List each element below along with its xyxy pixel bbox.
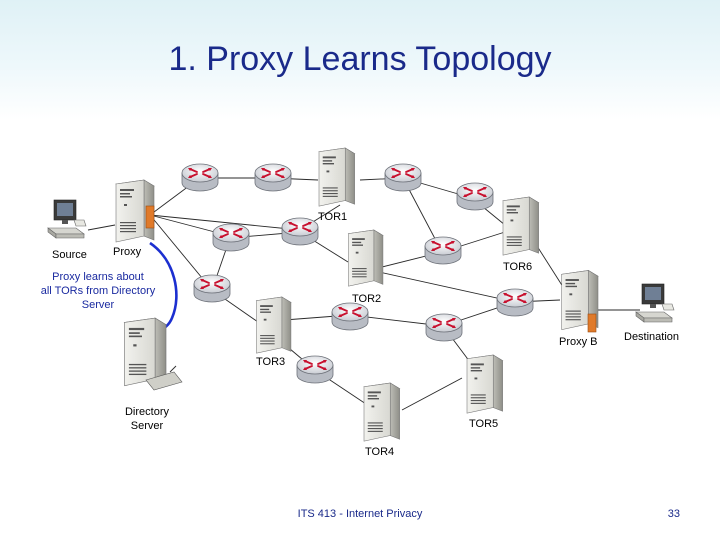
directory-server-label-line-2: Server — [131, 420, 164, 432]
slide-footer: ITS 413 - Internet Privacy — [297, 508, 423, 520]
proxy-note-line-2: all TORs from Directory — [41, 285, 156, 297]
directory-server-label-line-1: Directory — [125, 406, 170, 418]
slide-header-band — [0, 0, 720, 120]
tor3-server-icon — [256, 296, 292, 354]
tor4-server-icon — [363, 382, 401, 442]
directory-keyboard-icon — [145, 365, 183, 391]
destination-workstation-icon — [635, 283, 675, 323]
tor1-label: TOR1 — [318, 211, 347, 223]
page-number: 33 — [667, 508, 680, 520]
source-workstation-icon — [47, 199, 87, 239]
link — [369, 269, 516, 303]
tor4-label: TOR4 — [365, 446, 394, 458]
tor6-server-icon — [502, 196, 540, 256]
tor5-server-icon — [466, 354, 504, 414]
link — [401, 377, 463, 411]
tor5-label: TOR5 — [469, 418, 498, 430]
slide-title: 1. Proxy Learns Topology — [168, 40, 552, 78]
router-icon — [181, 163, 219, 192]
router-icon — [456, 182, 494, 211]
source-label: Source — [52, 249, 87, 261]
network-topology-diagram: Source Proxy Proxy learns about all TORs… — [41, 147, 679, 458]
router-icon — [193, 274, 231, 303]
proxy-label: Proxy — [113, 246, 142, 258]
link-source-proxy — [87, 224, 116, 231]
router-icon — [281, 217, 319, 246]
router-icon — [496, 288, 534, 317]
tor1-server-icon — [318, 147, 356, 207]
router-icon — [424, 236, 462, 265]
router-icon — [254, 163, 292, 192]
tor3-label: TOR3 — [256, 356, 285, 368]
proxy-b-accent-panel — [587, 313, 597, 333]
link — [149, 214, 301, 231]
router-icon — [331, 302, 369, 331]
proxy-accent-panel — [145, 205, 155, 229]
router-icon — [384, 163, 422, 192]
proxy-b-label: Proxy B — [559, 336, 598, 348]
proxy-note-line-1: Proxy learns about — [52, 271, 144, 283]
directory-server-icon — [123, 317, 167, 387]
tor6-label: TOR6 — [503, 261, 532, 273]
router-icon — [212, 223, 250, 252]
proxy-note-line-3: Server — [82, 299, 115, 311]
destination-label: Destination — [624, 331, 679, 343]
tor2-server-icon — [348, 229, 384, 287]
tor2-label: TOR2 — [352, 293, 381, 305]
router-icon — [425, 313, 463, 342]
router-icon — [296, 355, 334, 384]
